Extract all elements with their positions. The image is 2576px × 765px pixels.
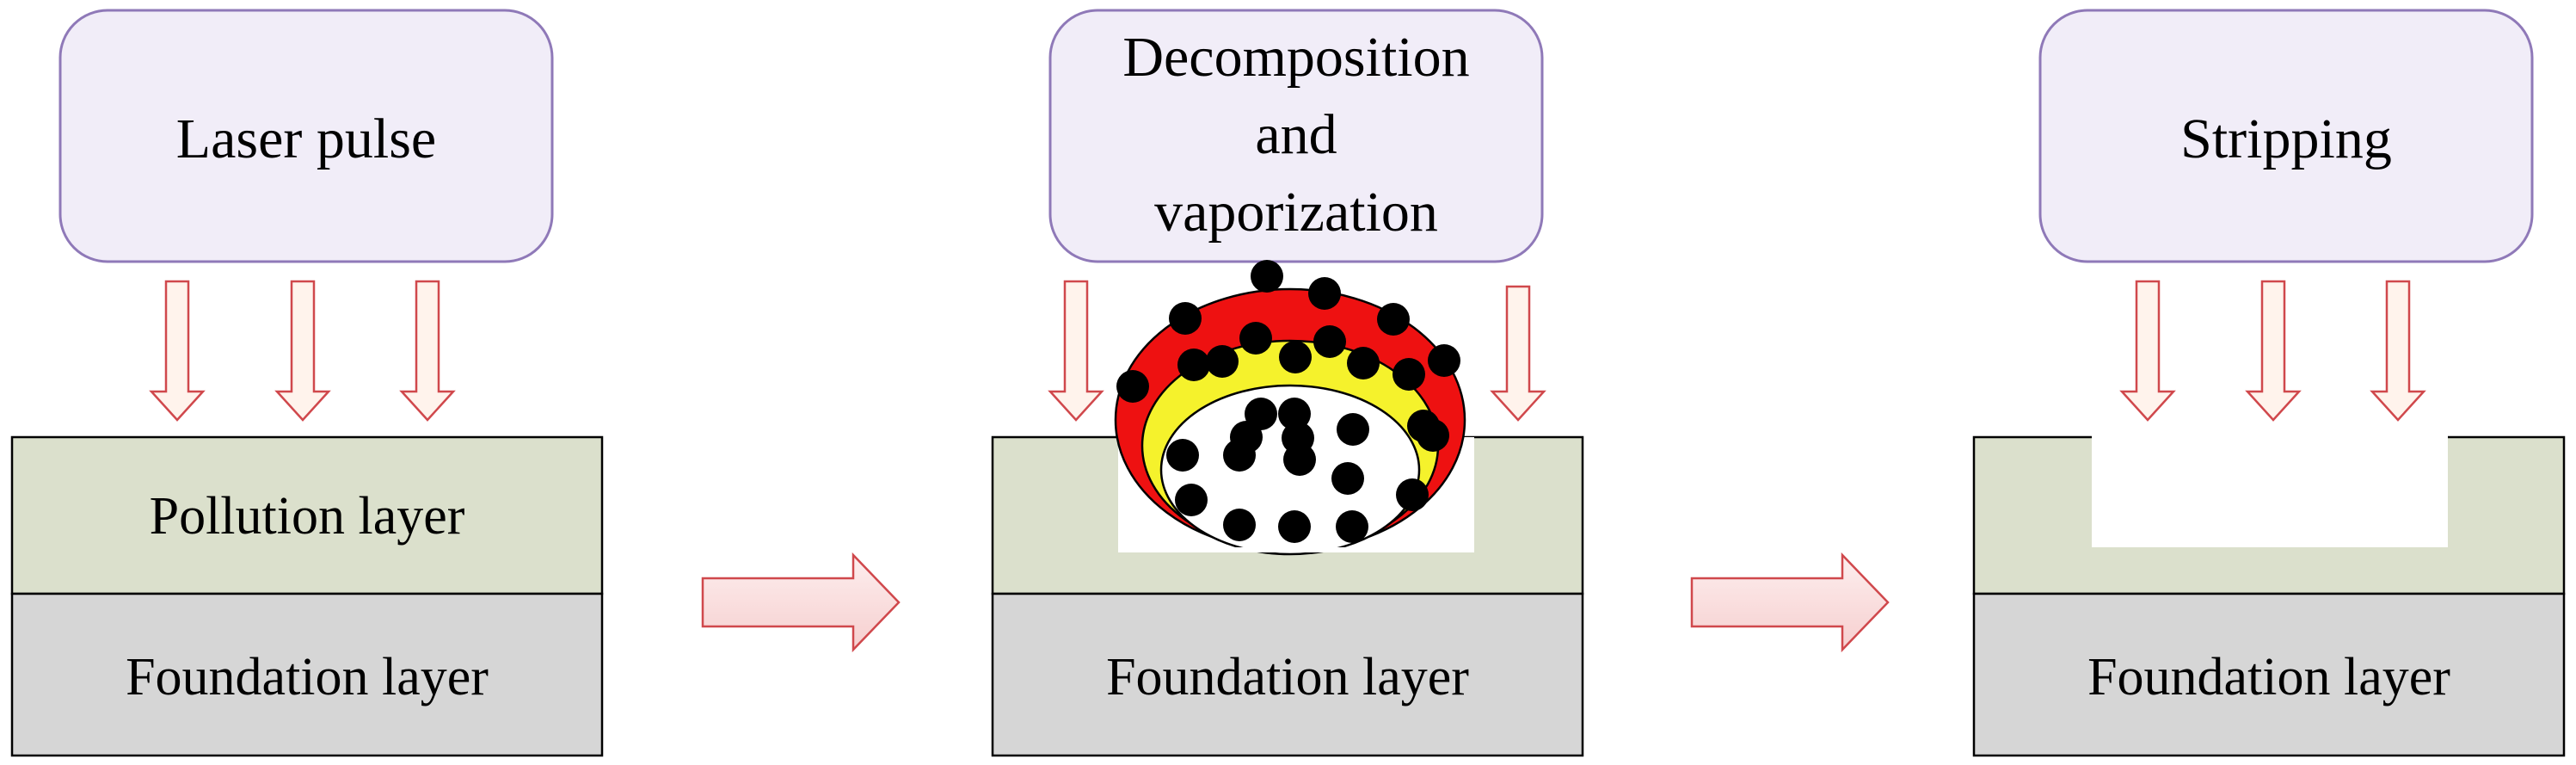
particle [1245, 398, 1277, 430]
down-arrow-icon [2245, 280, 2302, 422]
foundation-layer [991, 592, 1584, 757]
foundation-layer [10, 592, 604, 757]
particle [1278, 510, 1311, 543]
particle [1251, 260, 1283, 293]
laser-beam-arrows [149, 280, 456, 422]
stripping-label: Stripping [2180, 108, 2392, 170]
decomposition-label-line1: Decomposition [1122, 26, 1469, 89]
particle [1331, 462, 1364, 495]
particle-cluster [1116, 260, 1460, 543]
decomposition-box [1048, 9, 1544, 263]
cleaned-region [2092, 435, 2448, 547]
panel-laser-pulse: Laser pulse Pollution layer Foundation l… [10, 9, 604, 757]
particle [1393, 358, 1425, 391]
down-arrow-icon [1490, 285, 1546, 422]
particle [1377, 303, 1410, 336]
process-arrow-icon [701, 552, 901, 653]
laser-beam-arrows [2119, 280, 2426, 422]
foundation-layer-label: Foundation layer [126, 648, 489, 706]
vaporization-plume [1114, 260, 1474, 556]
foundation-layer [1972, 592, 2566, 757]
down-arrow-icon [2119, 280, 2176, 422]
particle [1337, 413, 1369, 446]
particle [1223, 509, 1256, 541]
particle [1116, 370, 1149, 403]
particle [1239, 322, 1272, 355]
laser-pulse-label: Laser pulse [176, 108, 436, 170]
down-arrow-icon [274, 280, 331, 422]
particle [1336, 510, 1368, 543]
particle [1278, 398, 1311, 430]
particle [1175, 484, 1208, 516]
foundation-layer-label: Foundation layer [2087, 648, 2450, 706]
decomposition-label-line2: and [1255, 103, 1337, 166]
particle [1206, 345, 1239, 378]
panel-stripping: Stripping Foundation layer [1972, 9, 2566, 757]
stripping-box [2038, 9, 2534, 263]
foundation-layer-label: Foundation layer [1106, 648, 1469, 706]
pollution-layer-label: Pollution layer [150, 487, 465, 546]
process-arrow-icon [1690, 552, 1890, 653]
decomposition-label-line3: vaporization [1154, 181, 1438, 244]
particle [1283, 443, 1316, 476]
particle [1347, 347, 1380, 379]
particle [1308, 277, 1341, 310]
particle [1177, 349, 1210, 381]
particle [1313, 325, 1346, 358]
particle [1428, 344, 1460, 377]
down-arrow-icon [1048, 280, 1104, 422]
down-arrow-icon [149, 280, 206, 422]
laser-pulse-box [58, 9, 554, 263]
particle [1396, 478, 1429, 511]
particle [1279, 341, 1312, 373]
down-arrow-icon [2370, 280, 2426, 422]
pollution-layer [10, 435, 604, 595]
panel-decomposition: Decomposition and vaporization Foundatio… [991, 9, 1584, 757]
particle [1169, 302, 1202, 335]
down-arrow-icon [399, 280, 456, 422]
particle [1223, 439, 1256, 472]
particle [1166, 439, 1199, 472]
particle [1417, 419, 1449, 452]
